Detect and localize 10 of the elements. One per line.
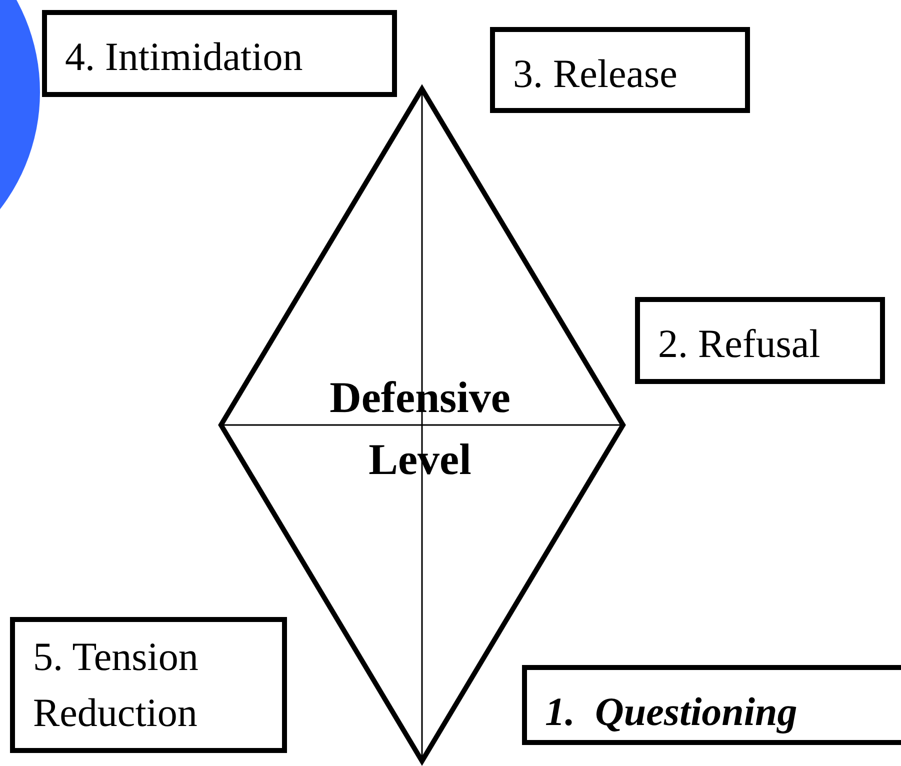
box-label: 3. Release xyxy=(513,50,678,98)
label-box xyxy=(635,297,885,384)
label-box xyxy=(42,10,397,97)
box-label: 5. Tension Reduction xyxy=(33,633,200,737)
label-box xyxy=(522,665,901,745)
box-label: 1. Questioning xyxy=(545,688,798,736)
label-box xyxy=(10,617,287,753)
box-label: 4. Intimidation xyxy=(65,33,303,81)
label-box xyxy=(490,27,750,113)
box-label: 2. Refusal xyxy=(658,320,820,368)
